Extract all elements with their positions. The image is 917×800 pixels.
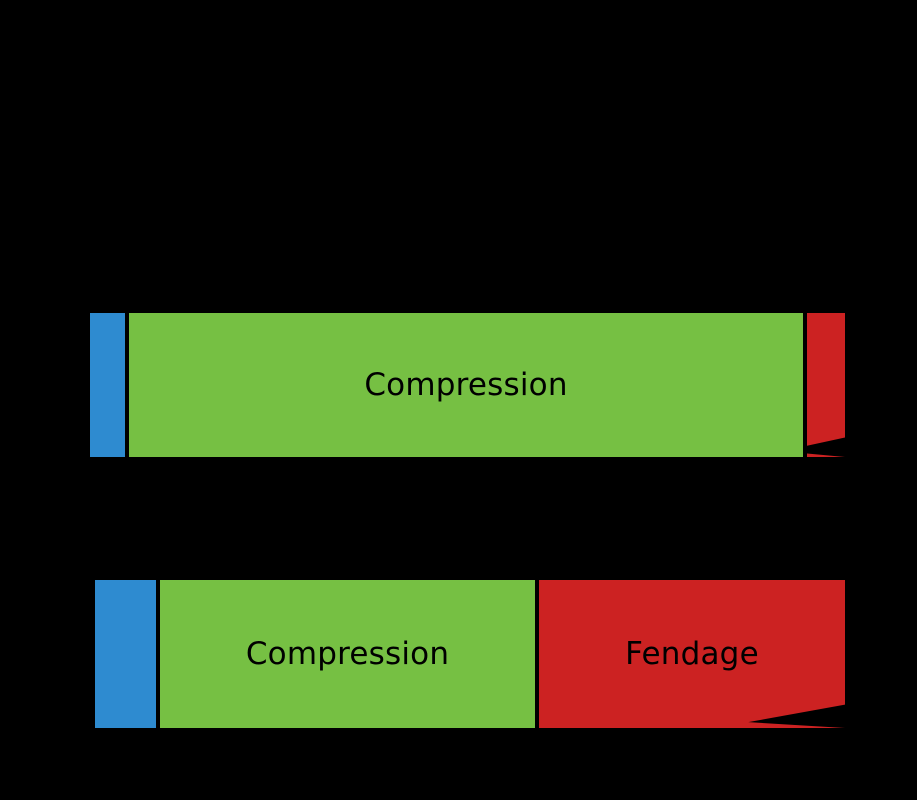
segment-label: Fendage xyxy=(625,635,759,672)
segment-label: Compression xyxy=(245,635,450,672)
bar-segment-phase-initiale[interactable] xyxy=(88,311,127,459)
corner-notch-icon xyxy=(807,313,845,457)
bar-segment-compression[interactable]: Compression xyxy=(158,578,537,730)
bar-segment-phase-initiale[interactable] xyxy=(93,578,158,730)
segment-label: Compression xyxy=(364,366,568,403)
bar-segment-compression[interactable]: Compression xyxy=(127,311,805,459)
segmented-bar-top: Compression xyxy=(88,311,847,459)
bar-segment-fendage[interactable] xyxy=(805,311,847,459)
bar-segment-fendage[interactable]: Fendage xyxy=(537,578,847,730)
segmented-bar-bottom: Compression Fendage xyxy=(93,578,847,730)
